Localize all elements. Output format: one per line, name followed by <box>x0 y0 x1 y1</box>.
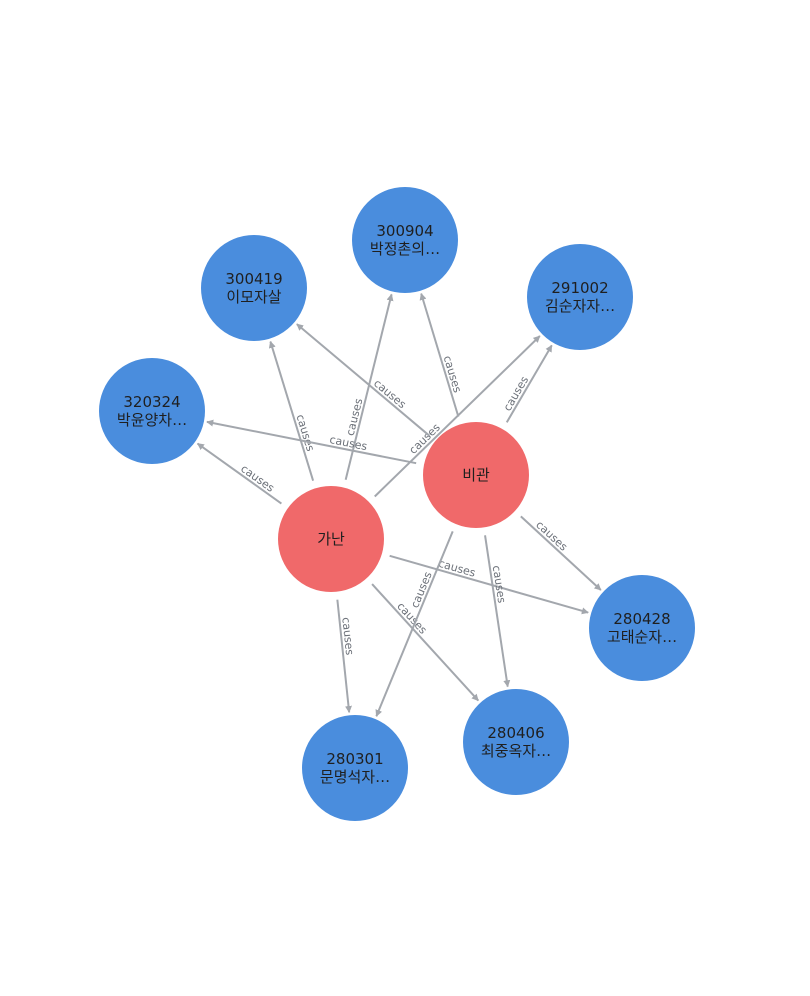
edge-gana-n300419: causes <box>268 340 317 481</box>
node-n320324[interactable]: 320324박윤양차… <box>99 358 205 464</box>
edge-arrow <box>371 583 480 702</box>
cause-node-circle[interactable] <box>278 486 384 592</box>
edge-label: causes <box>533 518 570 553</box>
edge-bigwan-n300419: causes <box>296 323 430 437</box>
node-label: 고태순자… <box>607 628 677 646</box>
edge-label: causes <box>437 557 477 580</box>
node-label: 박윤양차… <box>117 411 187 429</box>
node-n280428[interactable]: 280428고태순자… <box>589 575 695 681</box>
edge-arrow <box>268 340 315 481</box>
edge-bigwan-n280406: causes <box>484 535 511 688</box>
node-label: 문명석자… <box>320 768 390 786</box>
edge-arrow <box>196 442 282 505</box>
edge-bigwan-n320324: causes <box>206 419 417 465</box>
node-label: 김순자자… <box>545 297 615 315</box>
node-id-label: 280301 <box>326 750 383 768</box>
effect-node-circle[interactable] <box>302 715 408 821</box>
effect-node-circle[interactable] <box>201 235 307 341</box>
node-id-label: 291002 <box>551 279 608 297</box>
edge-arrow <box>296 323 430 437</box>
effect-node-circle[interactable] <box>352 187 458 293</box>
node-n291002[interactable]: 291002김순자자… <box>527 244 633 350</box>
node-bigwan[interactable]: 비관 <box>423 422 529 528</box>
edge-bigwan-n280301: causes <box>375 530 454 717</box>
node-label: 가난 <box>317 530 345 548</box>
edge-label: causes <box>339 617 356 656</box>
edge-label: causes <box>293 413 317 453</box>
node-gana[interactable]: 가난 <box>278 486 384 592</box>
node-id-label: 280428 <box>613 610 670 628</box>
edge-bigwan-n291002: causes <box>501 344 553 423</box>
effect-node-circle[interactable] <box>463 689 569 795</box>
edge-bigwan-n280428: causes <box>520 515 602 591</box>
node-id-label: 300904 <box>376 222 433 240</box>
edge-gana-n280406: causes <box>371 583 480 702</box>
edge-label: causes <box>490 565 509 605</box>
node-id-label: 300419 <box>225 270 282 288</box>
edge-arrow <box>375 530 454 717</box>
node-id-label: 320324 <box>123 393 180 411</box>
cause-node-circle[interactable] <box>423 422 529 528</box>
edge-arrow <box>336 599 352 714</box>
effect-node-circle[interactable] <box>99 358 205 464</box>
effect-node-circle[interactable] <box>527 244 633 350</box>
edge-arrow <box>505 344 553 423</box>
edge-label: causes <box>408 570 435 610</box>
edge-label: causes <box>441 354 465 394</box>
node-n280301[interactable]: 280301문명석자… <box>302 715 408 821</box>
edge-label: causes <box>238 462 277 495</box>
edge-arrow <box>520 515 602 591</box>
edge-gana-n280301: causes <box>336 599 356 714</box>
node-label: 최중옥자… <box>481 742 551 760</box>
edge-gana-n320324: causes <box>196 442 282 505</box>
edge-label: causes <box>371 377 409 412</box>
effect-node-circle[interactable] <box>589 575 695 681</box>
node-id-label: 280406 <box>487 724 544 742</box>
edge-arrow <box>206 419 417 465</box>
edge-arrow <box>484 535 511 688</box>
node-n300904[interactable]: 300904박정촌의… <box>352 187 458 293</box>
node-label: 비관 <box>462 466 490 484</box>
node-label: 이모자살 <box>226 288 281 306</box>
edge-bigwan-n300904: causes <box>419 292 465 417</box>
edge-arrow <box>344 293 394 481</box>
edge-arrow <box>389 554 589 615</box>
node-n280406[interactable]: 280406최중옥자… <box>463 689 569 795</box>
node-label: 박정촌의… <box>370 240 440 258</box>
edge-arrow <box>419 292 460 417</box>
